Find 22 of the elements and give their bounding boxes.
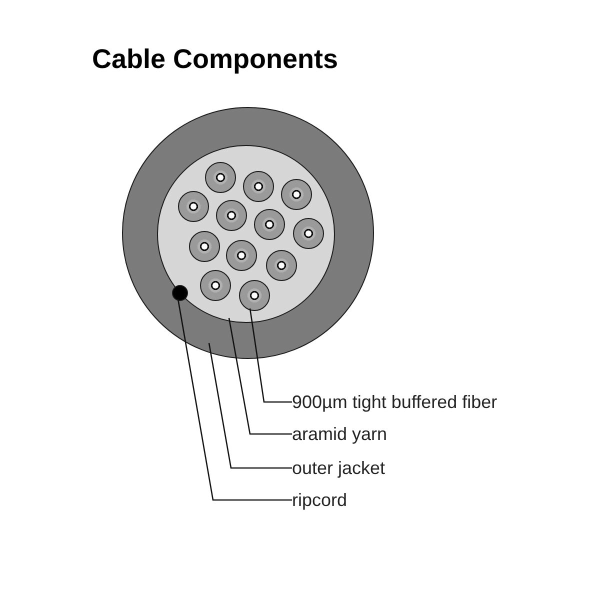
buffered-fiber [238, 280, 270, 310]
buffered-fiber [188, 230, 220, 262]
buffered-fiber [226, 240, 256, 270]
callout-label: 900µm tight buffered fiber [292, 391, 498, 413]
leader-line [177, 298, 292, 501]
buffered-fiber [216, 200, 246, 230]
leader-line [208, 342, 292, 469]
buffered-fiber [200, 270, 230, 300]
leader-line [249, 308, 292, 403]
leader-line [228, 318, 292, 435]
callout-label: ripcord [292, 489, 348, 511]
buffered-fiber [204, 162, 236, 192]
buffered-fiber [178, 190, 208, 222]
buffered-fiber [254, 208, 284, 240]
buffered-fiber [266, 250, 296, 280]
buffered-fiber [242, 170, 274, 202]
callout-label: aramid yarn [292, 423, 388, 445]
ripcord-dot [172, 285, 188, 301]
title: Cable Components [92, 44, 338, 75]
buffered-fiber [280, 178, 312, 210]
buffered-fiber [292, 218, 324, 248]
callout-label: outer jacket [292, 457, 386, 479]
